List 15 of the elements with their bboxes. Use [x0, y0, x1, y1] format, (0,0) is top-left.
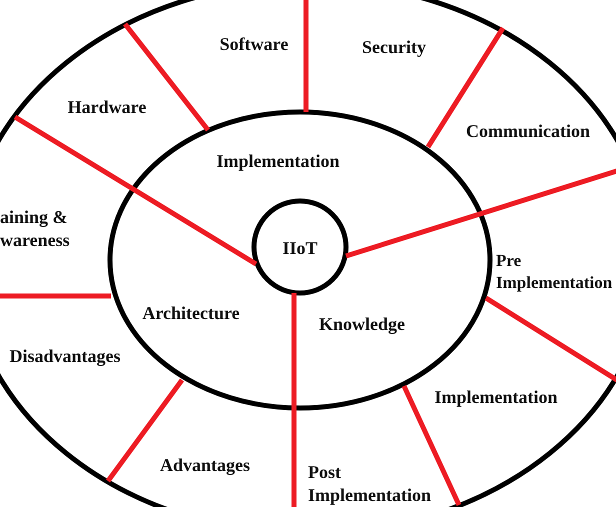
sector-label: Knowledge [318, 312, 406, 336]
sector-label: Advantages [158, 454, 251, 476]
sector-label: Post Implementation [308, 460, 432, 506]
sector-label: Implementation [434, 386, 558, 408]
center-circle [252, 199, 348, 295]
sector-label: aining & wareness [0, 206, 71, 252]
sector-label: Hardware [66, 96, 148, 118]
sector-label: Communication [464, 120, 591, 142]
center-label: IIoT [281, 237, 318, 260]
sector-label: Disadvantages [8, 344, 122, 368]
sector-label: Software [218, 32, 290, 56]
sector-label: Security [361, 36, 427, 58]
sector-label: Architecture [141, 302, 241, 324]
sector-label: Implementation [216, 150, 340, 172]
sector-label: Pre Implementation [496, 250, 614, 294]
